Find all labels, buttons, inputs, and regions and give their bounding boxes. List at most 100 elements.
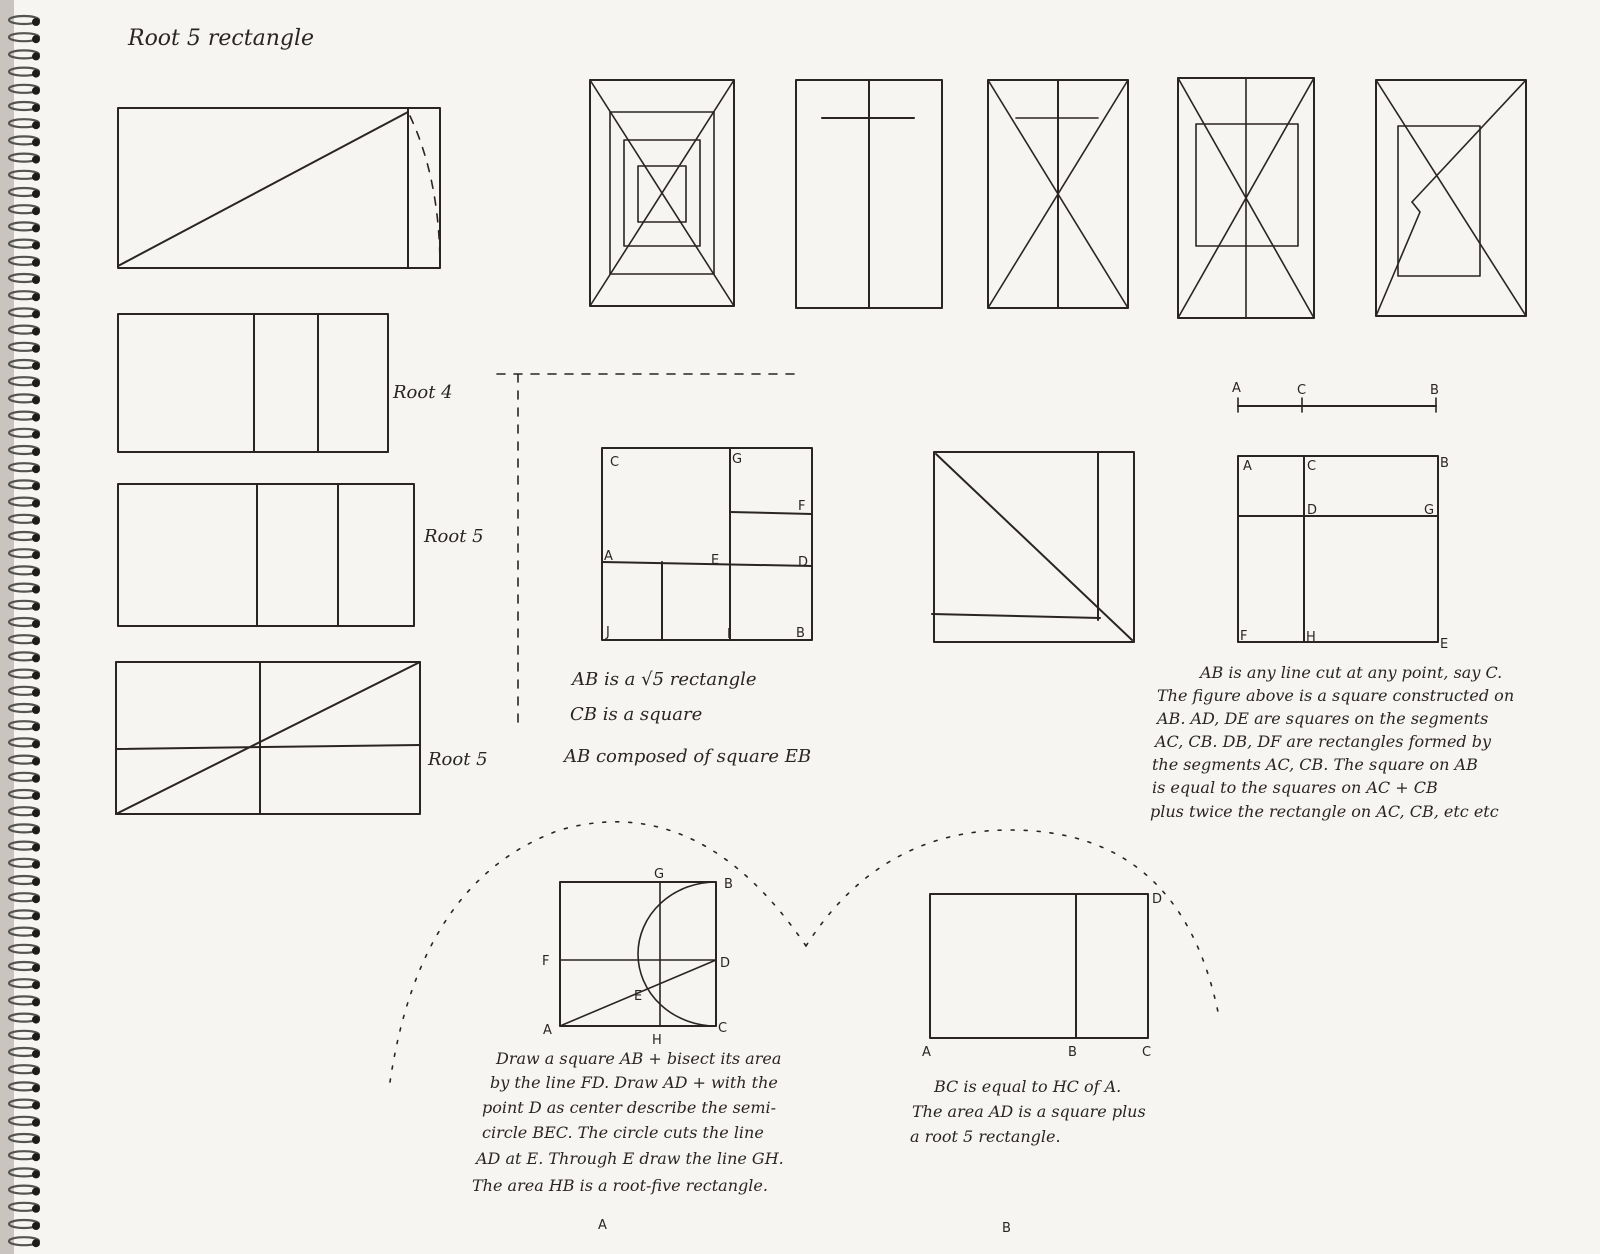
root5d-horizontal xyxy=(115,744,421,750)
panel-x-vertical xyxy=(987,79,1129,309)
binding-hole xyxy=(32,1101,40,1110)
root5-rectangle: Root 5 xyxy=(117,483,484,627)
fig-a-letter-h: H xyxy=(652,1033,662,1048)
binding-hole xyxy=(32,1153,40,1162)
gn-letter-f: F xyxy=(1240,629,1247,644)
diagonal-rectangle xyxy=(117,107,441,269)
binding-hole xyxy=(32,1239,40,1248)
panel1-ring-3 xyxy=(637,165,687,223)
sq-letter-b: B xyxy=(796,626,805,641)
binding-hole xyxy=(32,155,40,164)
gn-note-line-1: AB is any line cut at any point, say C. xyxy=(1198,663,1502,682)
gn-letter-g: G xyxy=(1424,503,1434,518)
panel3-diagonal-2 xyxy=(987,79,1129,309)
sq-letter-j: J xyxy=(605,625,610,640)
panel1-diagonal-2 xyxy=(589,79,735,307)
binding-hole xyxy=(32,396,40,405)
sq-note-3: AB composed of square EB xyxy=(562,746,811,767)
segment-acb: A C B xyxy=(1232,381,1439,413)
binding-hole xyxy=(32,723,40,732)
binding-hole xyxy=(32,929,40,938)
panel-inner-x xyxy=(1375,79,1527,317)
binding-hole xyxy=(32,706,40,714)
binding-hole xyxy=(32,1067,40,1076)
fig-a-note-1: Draw a square AB + bisect its area xyxy=(495,1049,781,1068)
square-diagonal-figure xyxy=(931,451,1135,643)
sq-line-f xyxy=(729,511,813,515)
gn-letter-d: D xyxy=(1307,503,1317,518)
gn-note-line-4: AC, CB. DB, DF are rectangles formed by xyxy=(1153,732,1492,751)
binding-hole xyxy=(32,1204,40,1213)
binding-hole xyxy=(32,430,40,439)
fig-a-caption: A xyxy=(598,1218,607,1233)
binding-hole xyxy=(32,998,40,1007)
panel5-inner xyxy=(1397,125,1481,277)
gn-letter-b: B xyxy=(1440,456,1449,471)
fig-a-letter-a: A xyxy=(543,1023,552,1038)
panel1-ring-1 xyxy=(609,111,715,275)
binding-hole xyxy=(32,52,40,61)
binding-hole xyxy=(32,172,40,181)
gn-letter-c: C xyxy=(1307,459,1316,474)
figure-a: G B F D E A H C xyxy=(542,867,733,1048)
binding-hole xyxy=(32,895,40,904)
sq-letter-e: E xyxy=(711,553,719,568)
gn-outline xyxy=(1237,455,1439,643)
binding-hole xyxy=(32,276,40,284)
dotted-arc-left xyxy=(389,821,807,1083)
sqd-horizontal xyxy=(931,613,1101,619)
panel-nested-rectangles xyxy=(589,79,735,307)
figure-b-note: BC is equal to HC of A. The area AD is a… xyxy=(910,1077,1146,1146)
sq-letter-i: I xyxy=(727,627,731,642)
binding-hole xyxy=(32,310,40,319)
fig-b-letter-a: A xyxy=(922,1045,931,1060)
dashed-bracket xyxy=(496,373,797,727)
binding-hole xyxy=(32,258,40,267)
seg-letter-a: A xyxy=(1232,381,1241,396)
binding-hole xyxy=(32,878,40,886)
fig-a-line-ad xyxy=(559,959,717,1027)
binding-hole xyxy=(32,482,40,491)
seg-letter-b: B xyxy=(1430,383,1439,398)
panel-cross xyxy=(795,79,943,309)
gn-note-line-6: is equal to the squares on AC + CB xyxy=(1152,778,1438,797)
binding-hole xyxy=(32,826,40,835)
binding-hole xyxy=(32,620,40,628)
binding-hole xyxy=(32,585,40,594)
diagonal-rect-arc xyxy=(409,115,441,269)
gn-note-line-3: AB. AD, DE are squares on the segments xyxy=(1155,709,1488,728)
seg-letter-c: C xyxy=(1297,383,1306,398)
binding-hole xyxy=(32,35,40,44)
gn-letter-e: E xyxy=(1440,637,1448,652)
fig-a-note-3: point D as center describe the semi- xyxy=(482,1098,776,1117)
binding-hole xyxy=(32,1084,40,1093)
panel5-diagonal-1 xyxy=(1375,79,1527,317)
binding-hole xyxy=(32,413,40,422)
sq-letter-f: F xyxy=(798,499,805,514)
panel1-ring-2 xyxy=(623,139,701,247)
binding-hole xyxy=(32,379,40,388)
root5-diagonal-rectangle: Root 5 xyxy=(115,661,488,815)
fig-a-letter-b: B xyxy=(724,877,733,892)
binding-hole xyxy=(32,224,40,233)
binding-hole xyxy=(32,362,40,370)
binding-hole xyxy=(32,757,40,766)
sq-letter-c: C xyxy=(610,455,619,470)
square-construction: C G F A E D J I B xyxy=(601,447,813,642)
binding-hole xyxy=(32,344,40,353)
root5-label: Root 5 xyxy=(423,526,484,547)
fig-a-note-4: circle BEC. The circle cuts the line xyxy=(482,1123,764,1142)
binding-hole xyxy=(32,637,40,646)
page-title: Root 5 rectangle xyxy=(127,26,314,51)
binding-hole xyxy=(32,912,40,921)
binding-hole xyxy=(32,1032,40,1041)
spiral-binding xyxy=(0,0,41,1254)
fig-b-note-3: a root 5 rectangle. xyxy=(910,1127,1061,1146)
gn-note-line-5: the segments AC, CB. The square on AB xyxy=(1152,755,1478,774)
panel5-outline xyxy=(1375,79,1527,317)
binding-hole xyxy=(32,654,40,663)
binding-hole xyxy=(32,516,40,525)
sqd-outline xyxy=(933,451,1135,643)
